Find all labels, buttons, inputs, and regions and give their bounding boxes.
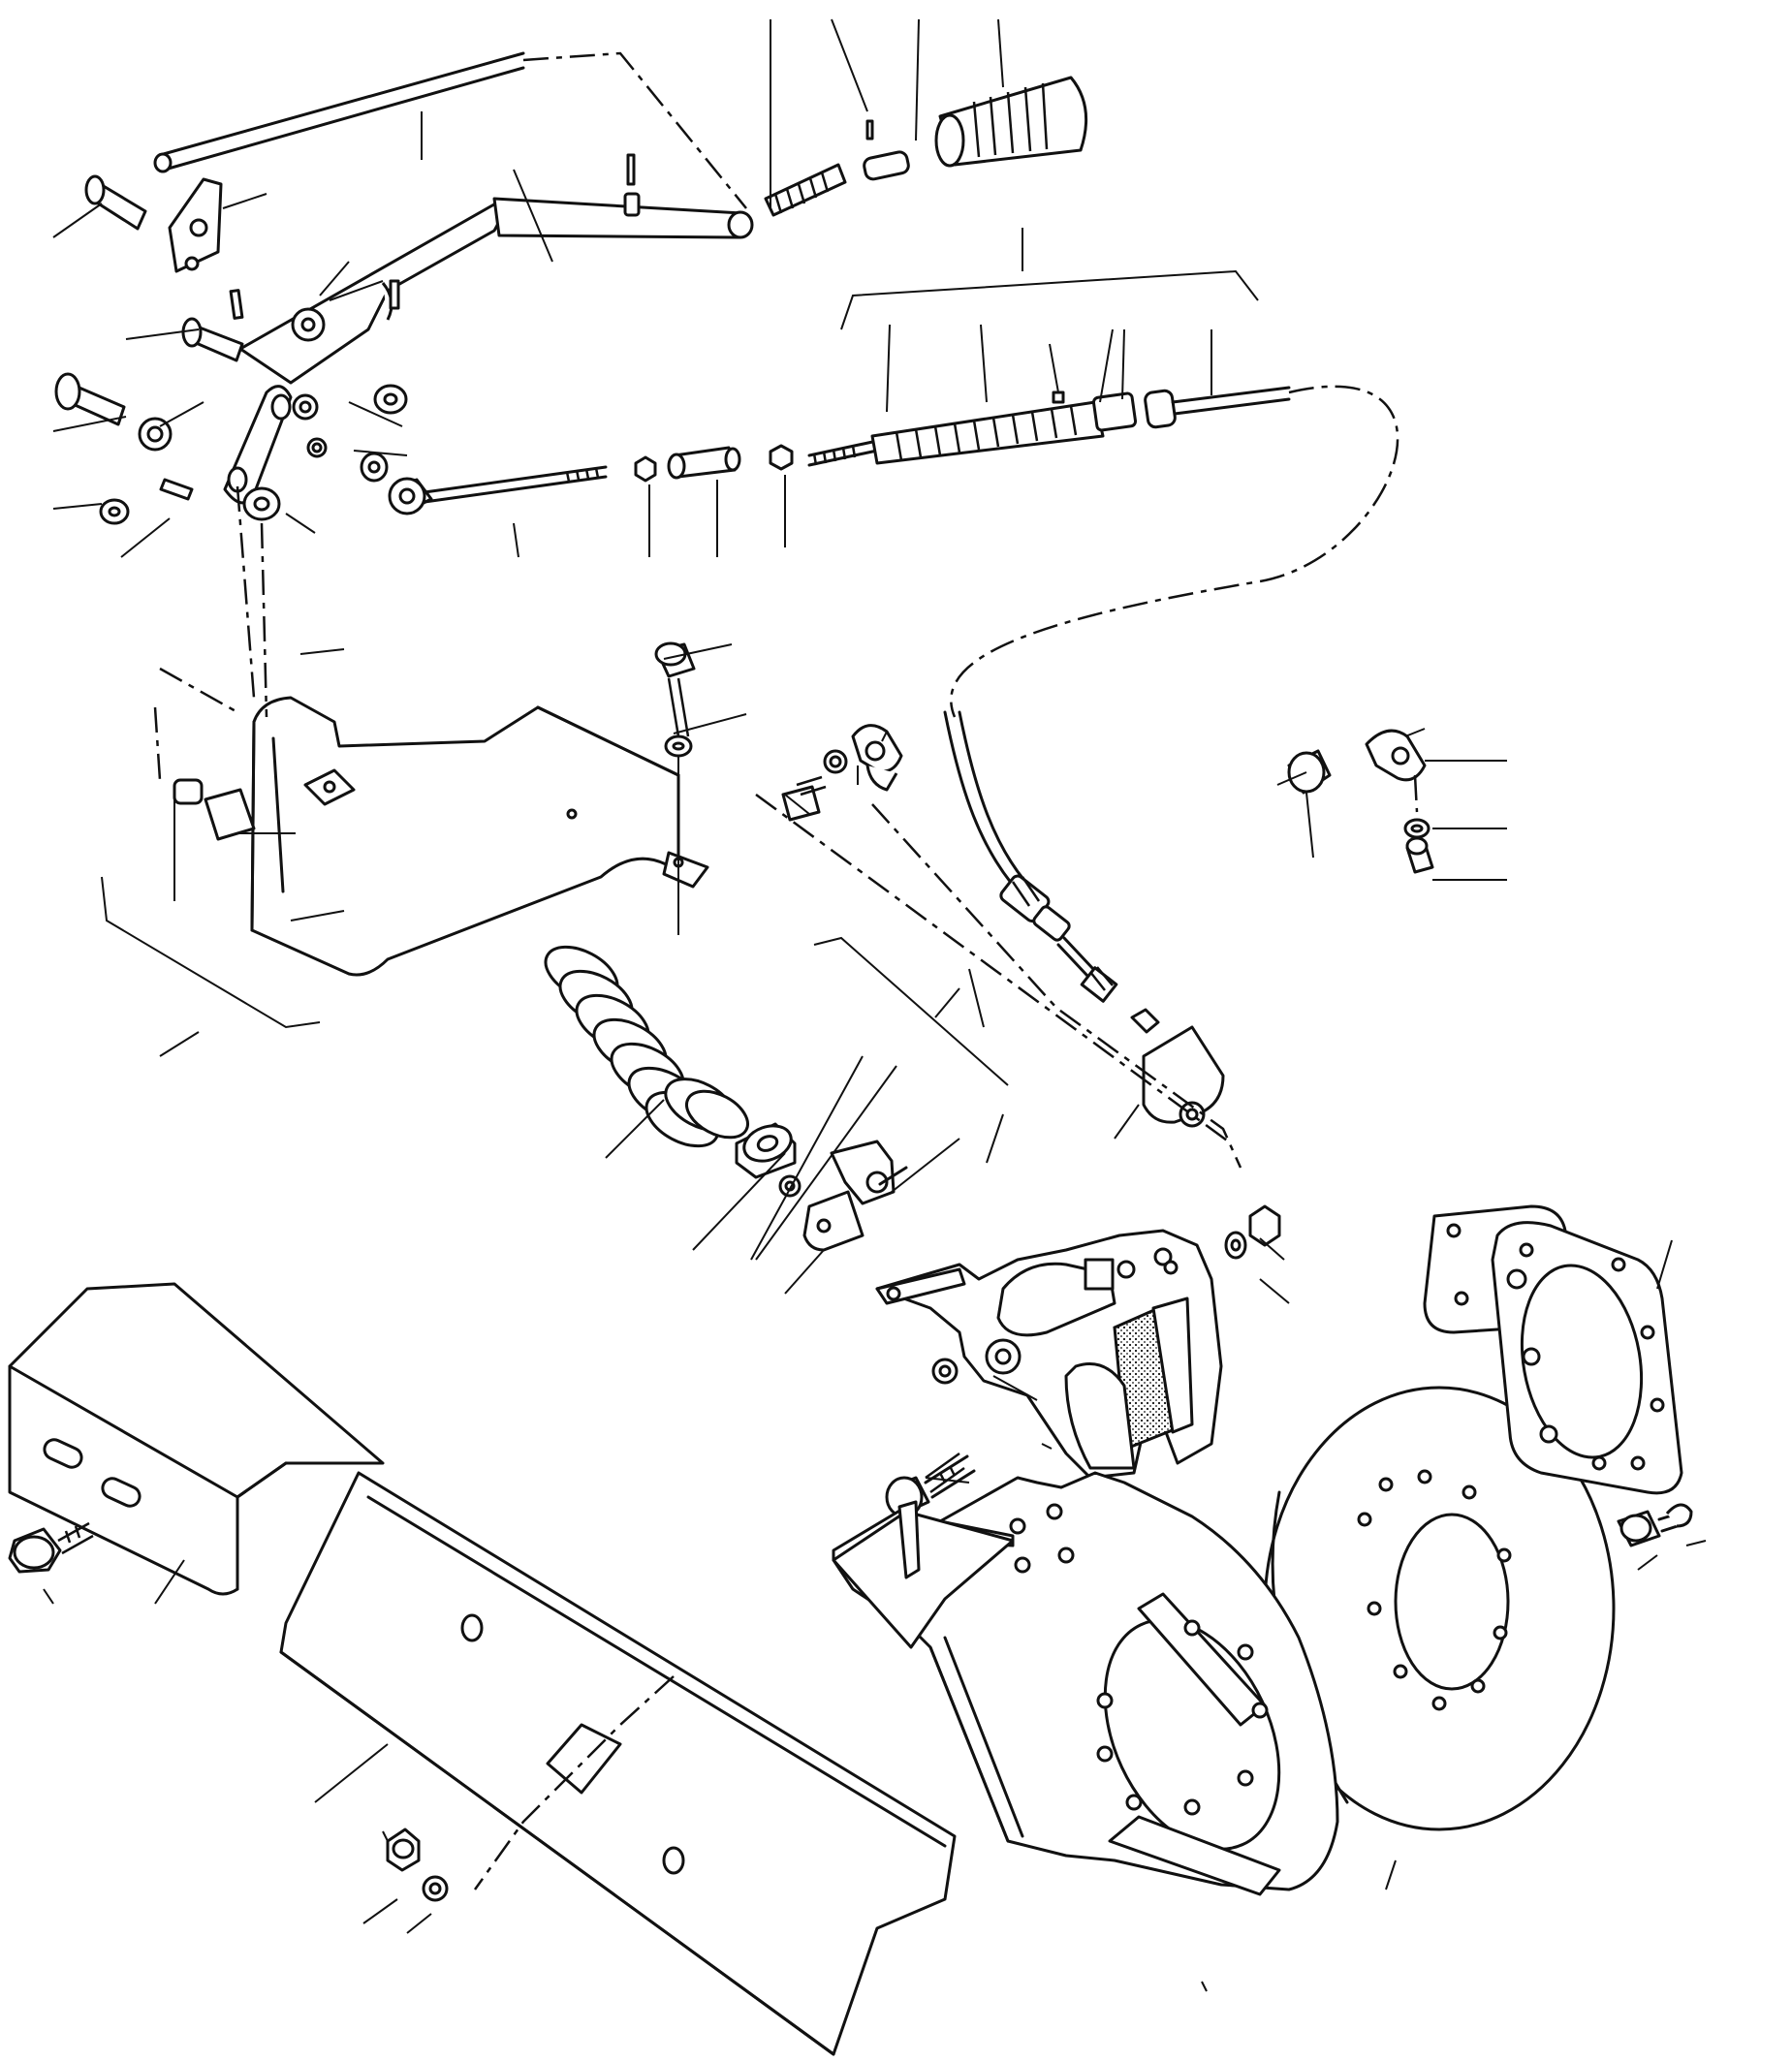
flange-bolt: [1617, 1503, 1693, 1547]
adjuster-rod: [388, 465, 608, 516]
bracket-bolts: [654, 641, 848, 822]
link-arm: [223, 384, 408, 521]
spring-seat: [735, 1122, 797, 1179]
hand-lever: [238, 197, 754, 385]
cable-clamp-detail: [1287, 729, 1434, 874]
caliper-nut-washer: [1224, 1204, 1281, 1260]
cable-routing: [943, 385, 1399, 903]
brake-cable-threaded-end: [807, 386, 1291, 467]
cable-end-fitting: [999, 874, 1225, 1128]
mounting-bracket: [173, 696, 709, 977]
nuts-and-turnbuckle: [634, 444, 794, 483]
caliper-spring: [544, 945, 749, 1148]
pivot-bracket: [168, 177, 326, 342]
guard-nut-washer: [386, 1828, 449, 1902]
adapter-flange: [1423, 1204, 1683, 1495]
cable-clamp: [851, 724, 903, 792]
main-guard: [279, 1471, 957, 2056]
assembly-dash-lines: [153, 485, 1419, 1890]
brake-caliper: [875, 1229, 1223, 1480]
clevis-and-pin: [778, 1140, 908, 1252]
long-rod: [153, 51, 747, 209]
caliper-mounting-plate: [832, 1471, 1339, 1896]
pins-and-washers: [54, 153, 641, 525]
guard-bolt: [8, 1521, 94, 1574]
leader-lines: [43, 18, 1707, 1992]
lever-grip-sleeve: [934, 76, 1088, 168]
lever-spring: [764, 119, 910, 217]
left-guard: [8, 1282, 385, 1596]
